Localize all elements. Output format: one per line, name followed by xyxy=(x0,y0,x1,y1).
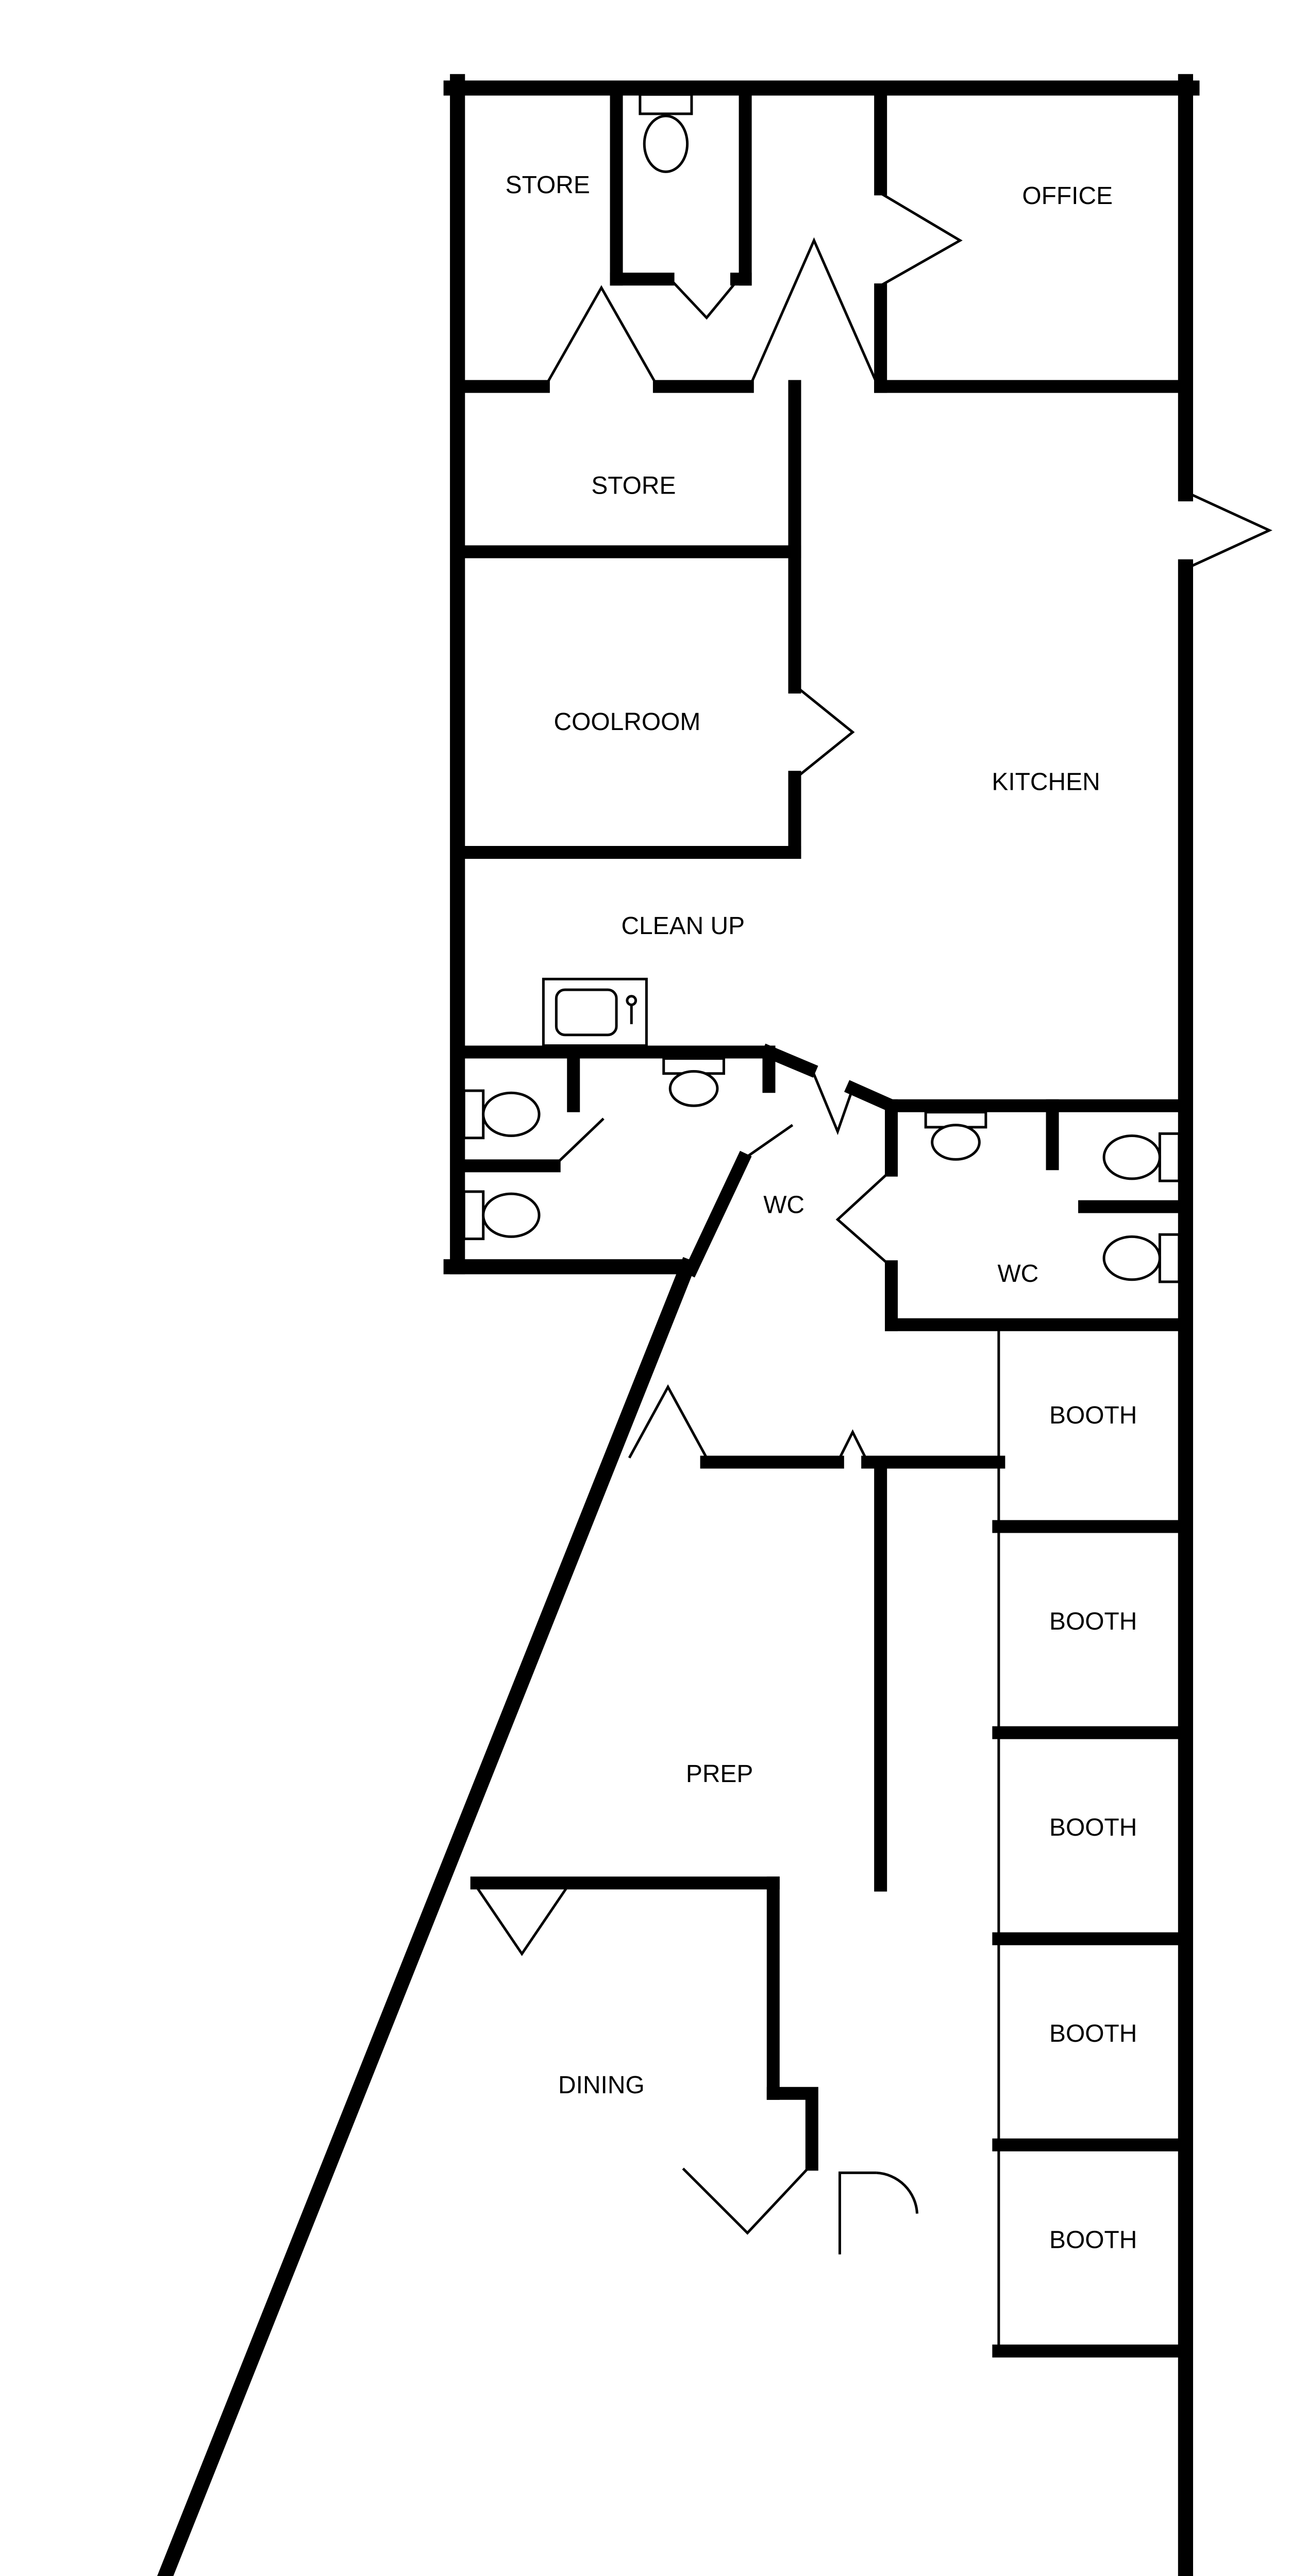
basin-icon xyxy=(924,1111,987,1161)
room-label-booth-4: BOOTH xyxy=(1049,2020,1137,2047)
door-swing-icons xyxy=(476,192,1272,2235)
room-label-prep: PREP xyxy=(686,1760,753,1788)
room-label-booth-5: BOOTH xyxy=(1049,2226,1137,2253)
outer-walls xyxy=(157,74,1200,2576)
toilet-icon xyxy=(1102,1233,1181,1283)
room-label-kitchen: KITCHEN xyxy=(992,769,1100,796)
room-label-booth-1: BOOTH xyxy=(1049,1402,1137,1429)
room-label-booth-3: BOOTH xyxy=(1049,1814,1137,1841)
room-label-wc-left: WC xyxy=(763,1192,804,1219)
toilet-icon xyxy=(462,1190,541,1241)
toilet-icon xyxy=(639,93,693,173)
room-label-store-top: STORE xyxy=(506,172,590,199)
room-label-booth-2: BOOTH xyxy=(1049,1608,1137,1635)
room-label-office: OFFICE xyxy=(1022,182,1113,210)
room-label-wc-right: WC xyxy=(997,1260,1038,1287)
toilet-icon xyxy=(1102,1132,1181,1182)
host-stand-icon xyxy=(838,2171,919,2255)
room-label-coolroom: COOLROOM xyxy=(554,708,701,736)
interior-walls xyxy=(451,81,1192,2358)
basin-icon xyxy=(662,1057,725,1107)
room-label-dining: DINING xyxy=(558,2072,645,2099)
sink-counter-icon xyxy=(542,977,648,1047)
room-label-cleanup: CLEAN UP xyxy=(621,912,745,940)
room-label-store-mid: STORE xyxy=(591,472,676,500)
toilet-icon xyxy=(462,1089,541,1140)
